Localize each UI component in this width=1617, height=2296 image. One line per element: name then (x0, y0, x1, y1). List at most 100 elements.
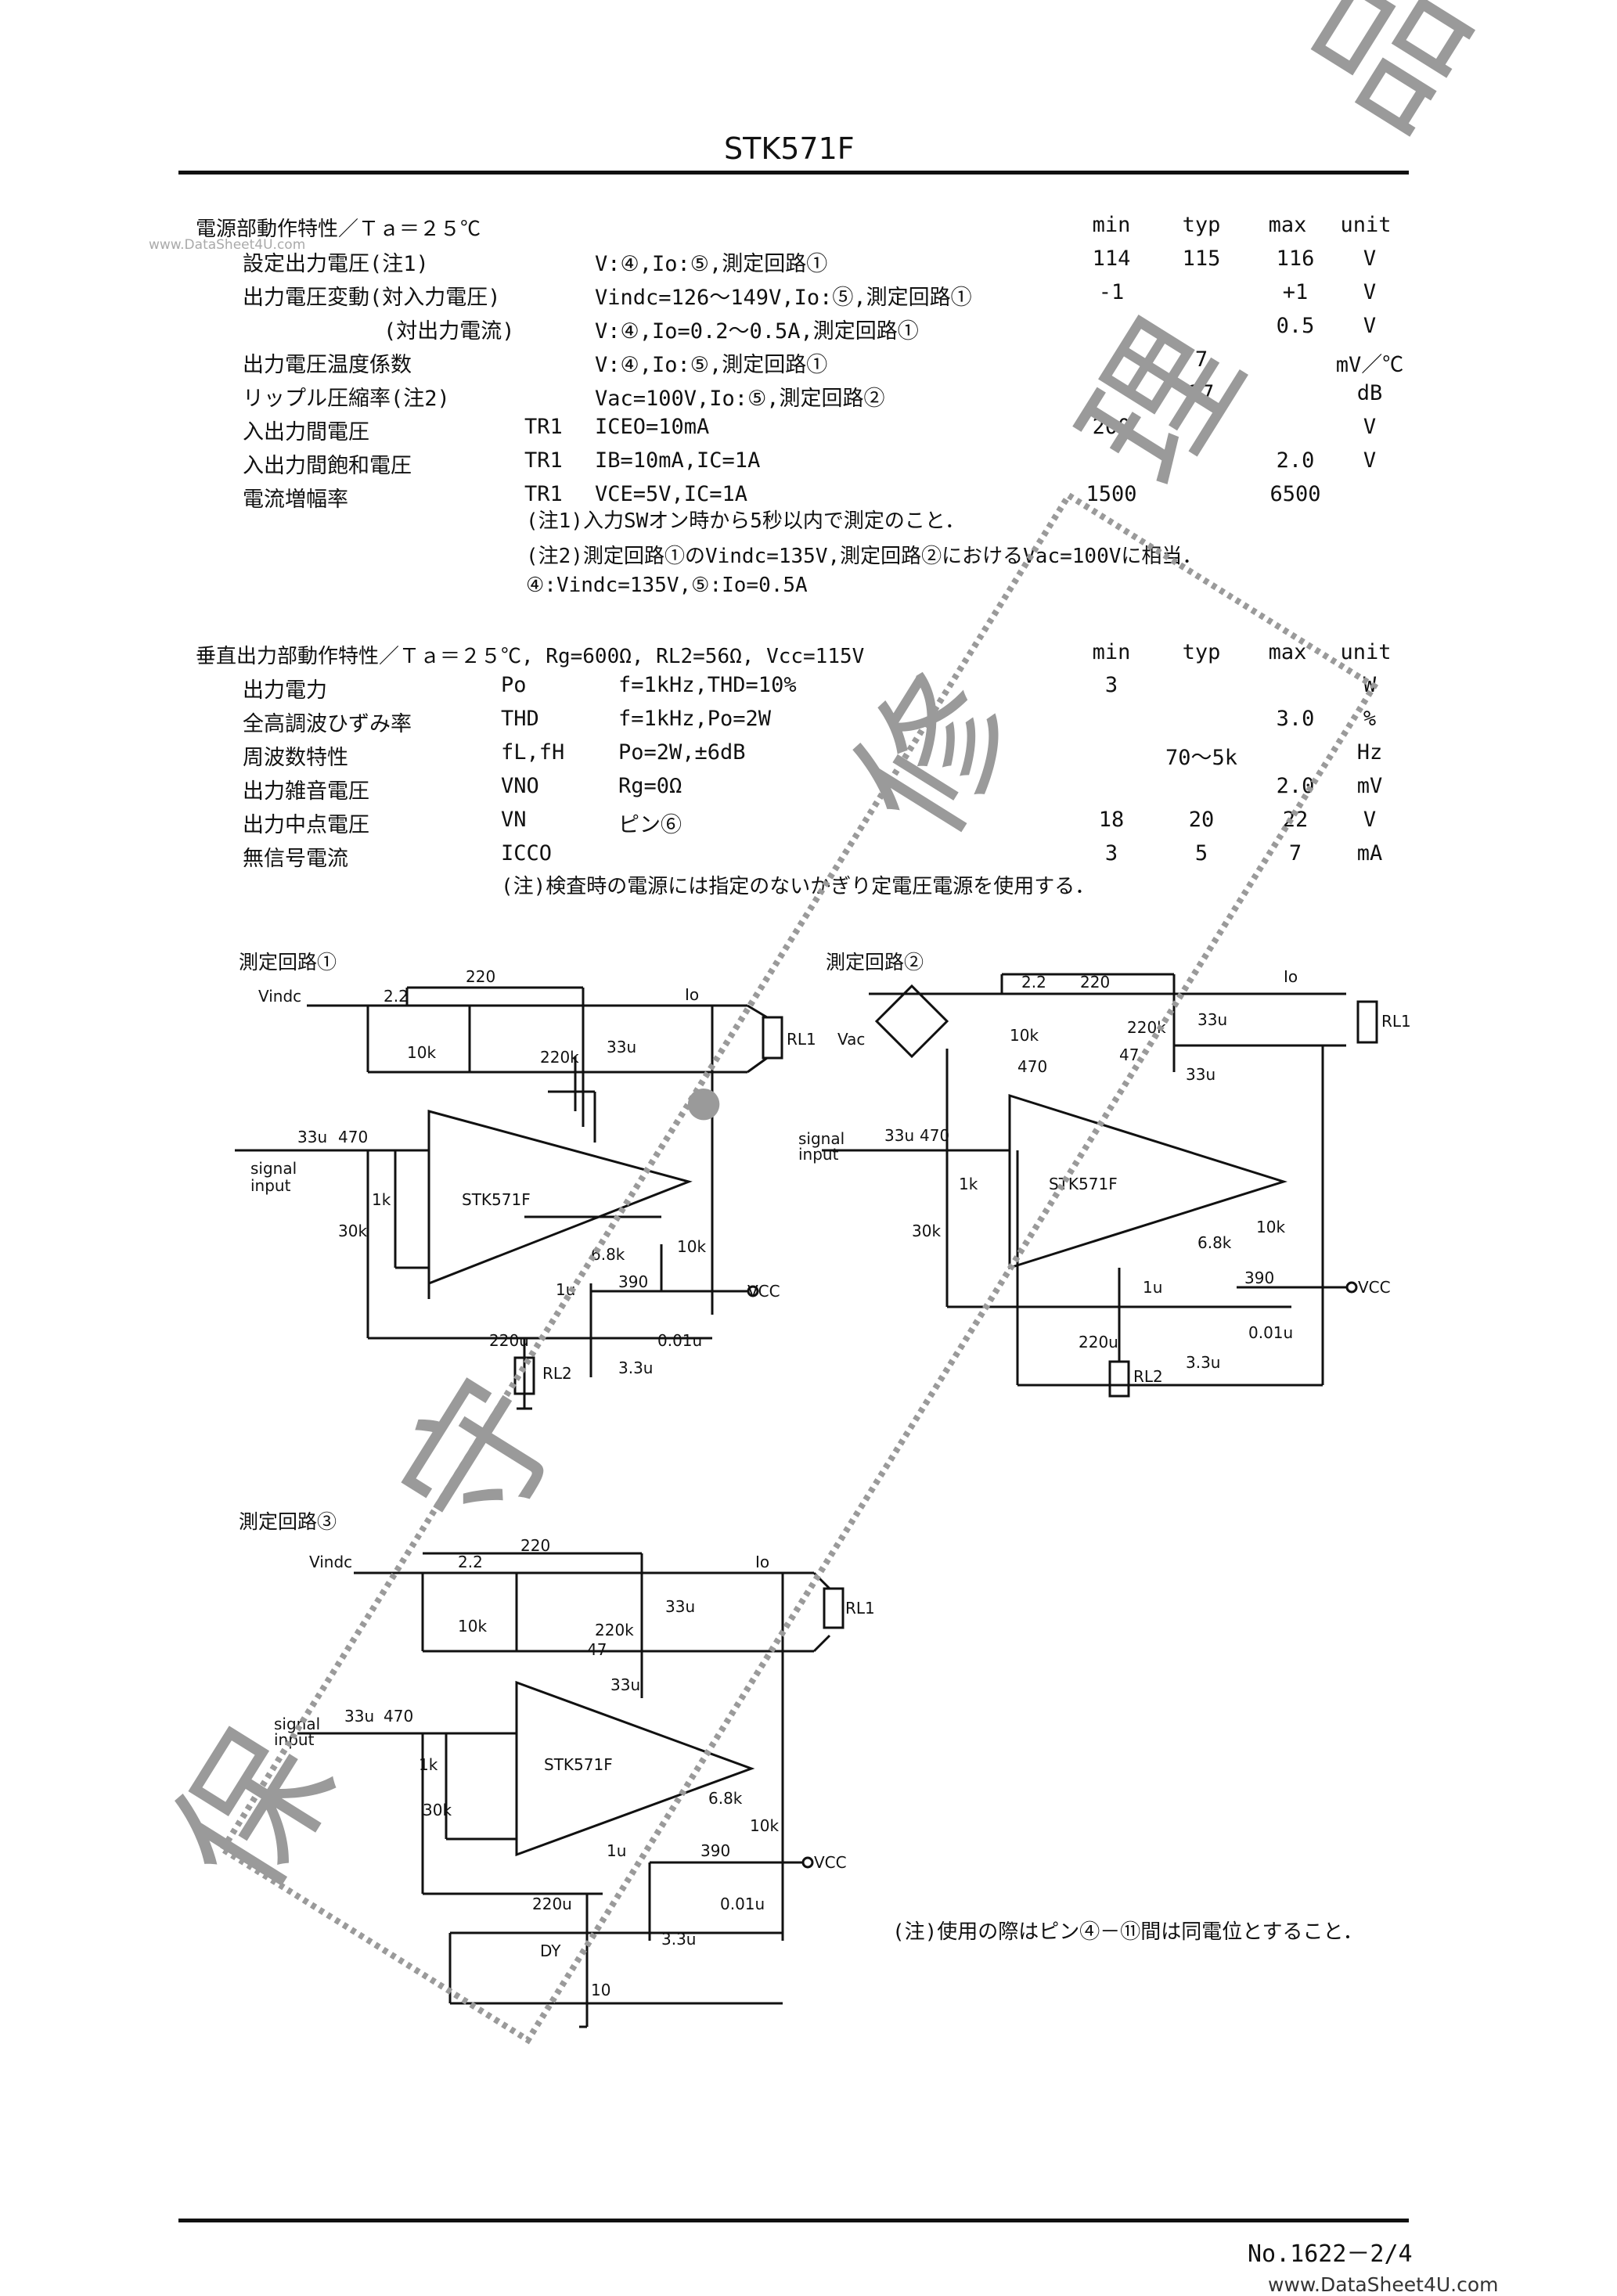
cell-name: 入出力間飽和電圧 (243, 454, 412, 478)
svg-text:470: 470 (1017, 1057, 1047, 1076)
vert-note: (注)検査時の電源には指定のないかぎり定電圧電源を使用する． (501, 875, 1096, 898)
watermark-char: 修 (823, 646, 1048, 864)
power-note-2: (注2)測定回路①のVindc=135V,測定回路②におけるVac=100Vに相… (526, 545, 1203, 568)
cell-typ: 115 (1182, 247, 1221, 271)
cell-cond: ICEO=10mA (595, 415, 710, 439)
page-title: STK571F (724, 131, 855, 166)
cell-unit: Hz (1356, 740, 1383, 765)
cell-symbol: VNO (501, 774, 539, 798)
cell-max: 0.5 (1276, 314, 1315, 338)
svg-text:33u: 33u (297, 1128, 327, 1146)
watermark-char: 品 (1277, 0, 1502, 160)
cell-typ: 70～5k (1165, 746, 1238, 770)
svg-text:220u: 220u (532, 1895, 572, 1913)
svg-text:33u: 33u (1197, 1010, 1227, 1029)
cell-unit: V (1363, 314, 1377, 338)
cell-symbol: ICCO (501, 841, 553, 865)
svg-text:Vac: Vac (837, 1030, 865, 1049)
watermark-char: 守 (369, 1351, 594, 1568)
cell-cond: f=1kHz,THD=10% (618, 673, 797, 697)
cell-cond: V:④,Io=0.2～0.5A,測定回路① (595, 319, 919, 344)
col-max: max (1268, 640, 1307, 664)
svg-text:30k: 30k (912, 1222, 941, 1240)
svg-text:STK571F: STK571F (1049, 1175, 1118, 1193)
svg-text:390: 390 (700, 1841, 730, 1860)
svg-text:0.01u: 0.01u (720, 1895, 765, 1913)
cell-symbol: fL,fH (501, 740, 565, 765)
svg-text:Io: Io (685, 985, 699, 1004)
cell-min: 3 (1104, 841, 1118, 865)
cell-typ: 5 (1194, 841, 1208, 865)
col-min: min (1092, 213, 1131, 237)
cell-unit: V (1363, 448, 1377, 473)
svg-text:10k: 10k (750, 1816, 779, 1835)
col-typ: typ (1182, 640, 1221, 664)
cell-name: 出力電圧温度係数 (243, 353, 412, 377)
svg-text:1u: 1u (607, 1841, 626, 1860)
cell-cond: V:④,Io:⑤,測定回路① (595, 252, 828, 276)
watermark-char: 保 (142, 1703, 367, 1920)
svg-text:33u: 33u (665, 1597, 695, 1616)
cell-typ: 7 (1194, 347, 1208, 372)
svg-text:1u: 1u (1143, 1278, 1162, 1297)
watermark-char: 理 (1050, 294, 1275, 512)
svg-text:30k: 30k (338, 1222, 367, 1240)
cell-cond: Vac=100V,Io:⑤,測定回路② (595, 387, 885, 411)
svg-text:signal: signal (274, 1715, 320, 1733)
cell-max: +1 (1282, 280, 1309, 304)
svg-text:470: 470 (384, 1707, 413, 1726)
svg-text:6.8k: 6.8k (1197, 1233, 1232, 1252)
svg-text:220: 220 (466, 967, 495, 986)
svg-text:390: 390 (1244, 1269, 1274, 1287)
cell-min: 3 (1104, 673, 1118, 697)
svg-text:1k: 1k (372, 1190, 391, 1209)
svg-text:33u: 33u (1186, 1065, 1215, 1084)
cell-min: 18 (1098, 808, 1125, 832)
svg-text:Vindc: Vindc (258, 987, 301, 1006)
cell-min: 1500 (1086, 482, 1137, 506)
svg-text:3.3u: 3.3u (618, 1359, 653, 1377)
svg-text:RL1: RL1 (1381, 1012, 1411, 1031)
cell-min: 200 (1092, 415, 1131, 439)
svg-text:signal: signal (250, 1159, 297, 1178)
col-unit: unit (1340, 640, 1392, 664)
table-row: 出力電圧変動(対入力電圧)Vindc=126～149V,Io:⑤,測定回路①-1… (0, 280, 1617, 315)
cell-cond: f=1kHz,Po=2W (618, 707, 772, 731)
col-min: min (1092, 640, 1131, 664)
svg-text:Vindc: Vindc (309, 1553, 352, 1571)
svg-text:2.2: 2.2 (458, 1553, 483, 1571)
circuit-1-title: 測定回路① (239, 951, 337, 973)
svg-text:RL2: RL2 (1133, 1367, 1163, 1386)
cell-name: 入出力間電圧 (243, 420, 369, 444)
svg-text:1k: 1k (419, 1755, 438, 1774)
vert-section-title: 垂直出力部動作特性／Ｔａ＝２５℃, Rg=600Ω, RL2=56Ω, Vcc=… (196, 645, 865, 668)
svg-text:47: 47 (1119, 1045, 1139, 1064)
svg-text:6.8k: 6.8k (708, 1789, 743, 1808)
cell-cond: IB=10mA,IC=1A (595, 448, 761, 473)
svg-text:RL1: RL1 (845, 1599, 875, 1618)
svg-text:10k: 10k (677, 1237, 706, 1256)
cell-unit: V (1363, 415, 1377, 439)
svg-text:VCC: VCC (1358, 1278, 1391, 1297)
cell-cond: Rg=0Ω (618, 774, 682, 798)
svg-text:3.3u: 3.3u (661, 1930, 696, 1949)
circuit-3-schematic (297, 1552, 845, 2028)
svg-text:10k: 10k (1010, 1026, 1039, 1045)
circuit-2-schematic (822, 973, 1378, 1398)
cell-name: 出力電力 (243, 678, 327, 703)
col-unit: unit (1340, 213, 1392, 237)
footer-rule (178, 2219, 1409, 2222)
vert-col-headers: min typ max unit (0, 640, 1617, 675)
svg-text:Io: Io (1284, 967, 1298, 986)
svg-text:RL1: RL1 (787, 1030, 816, 1049)
cell-max: 116 (1276, 247, 1315, 271)
svg-text:2.2: 2.2 (384, 987, 409, 1006)
cell-symbol: TR1 (524, 482, 563, 506)
